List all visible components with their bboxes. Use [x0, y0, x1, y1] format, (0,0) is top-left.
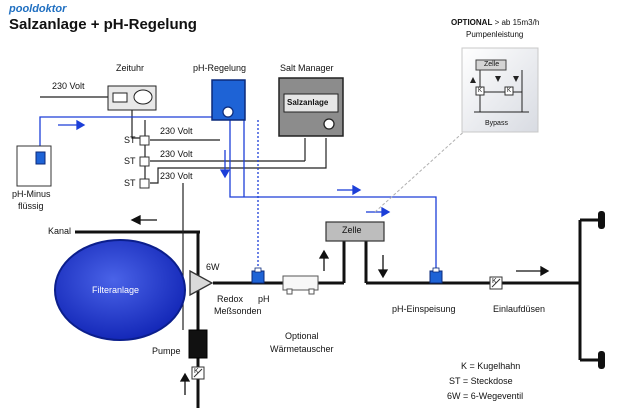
label-filteranlage: Filteranlage [92, 285, 140, 295]
label-optional: Optional [285, 331, 319, 341]
timer-device[interactable] [107, 85, 157, 111]
legend-k: K = Kugelhahn [461, 361, 521, 371]
inlet-nozzle-bottom [598, 351, 605, 369]
signal-arrows [58, 119, 391, 218]
inset-zelle: Zelle [484, 61, 500, 68]
label-messsonden: Meßsonden [214, 306, 262, 316]
ph-injection-point [429, 267, 443, 284]
inlet-nozzles [598, 211, 605, 369]
label-fluessig: flüssig [18, 201, 44, 211]
label-230-volt-1: 230 Volt [160, 126, 193, 136]
label-zelle: Zelle [342, 225, 362, 235]
label-ph-minus: pH-Minus [12, 189, 51, 199]
label-230-volt-3: 230 Volt [160, 171, 193, 181]
st-socket-3 [139, 178, 150, 189]
label-salzanlage: Salzanlage [287, 98, 329, 107]
page-title: Salzanlage + pH-Regelung [9, 16, 197, 33]
label-st-1: ST [124, 135, 136, 145]
legend-6w: 6W = 6-Wegeventil [447, 391, 524, 401]
label-salt-manager: Salt Manager [280, 63, 334, 73]
label-ph: pH [258, 294, 270, 304]
label-redox: Redox [217, 294, 244, 304]
inset-title-rest: > ab 15m3/h [492, 18, 540, 27]
inset-pointer [374, 127, 469, 213]
socket-boxes [139, 135, 150, 189]
bypass-inset [461, 47, 539, 133]
filter-tank [54, 239, 186, 341]
ph-sensor-probe [251, 267, 265, 284]
timer-to-st-wire [131, 108, 145, 139]
ph-minus-dosing-line [39, 116, 216, 148]
legend-st: ST = Steckdose [449, 376, 513, 386]
ph-minus-canister [16, 145, 52, 187]
salt-manager-device[interactable] [278, 77, 344, 137]
pump-body[interactable] [188, 329, 208, 359]
label-ph-einspeisung: pH-Einspeisung [392, 304, 456, 314]
label-st-2: ST [124, 156, 136, 166]
inset-k-right: K [507, 88, 512, 94]
inset-subtitle: Pumpenleistung [466, 30, 524, 39]
label-k-pump: K [194, 368, 199, 375]
water-pipes [75, 218, 599, 408]
ball-valve-return[interactable] [489, 276, 503, 290]
label-k-return: K [492, 278, 497, 285]
st-socket-1 [139, 135, 150, 146]
label-6w: 6W [206, 262, 220, 272]
label-ph-regelung: pH-Regelung [193, 63, 247, 73]
label-230-volt-mains: 230 Volt [52, 81, 85, 91]
inset-bypass: Bypass [485, 120, 508, 127]
label-230-volt-2: 230 Volt [160, 149, 193, 159]
flow-arrows [130, 214, 550, 395]
label-st-3: ST [124, 178, 136, 188]
ph-controller-device[interactable] [211, 79, 246, 121]
heat-exchanger [282, 275, 319, 295]
label-einlaufduesen: Einlaufdüsen [493, 304, 546, 314]
label-kanal: Kanal [48, 226, 72, 236]
brand-logo: pooldoktor [9, 3, 67, 15]
st3-to-salt-wire [150, 138, 327, 184]
salt-cell [325, 221, 385, 242]
six-way-valve[interactable] [189, 269, 214, 297]
st-socket-2 [139, 156, 150, 167]
label-pumpe: Pumpe [152, 346, 181, 356]
inset-title: OPTIONAL > ab 15m3/h [451, 18, 540, 28]
inset-title-bold: OPTIONAL [451, 18, 493, 27]
inlet-nozzle-top [598, 211, 605, 229]
ph-injection-line [229, 120, 437, 272]
ball-valve-pump[interactable] [191, 366, 205, 380]
inset-k-left: K [478, 88, 483, 94]
signal-lines [39, 116, 437, 272]
label-waermetauscher: Wärmetauscher [270, 344, 334, 354]
label-zeituhr: Zeituhr [116, 63, 145, 73]
